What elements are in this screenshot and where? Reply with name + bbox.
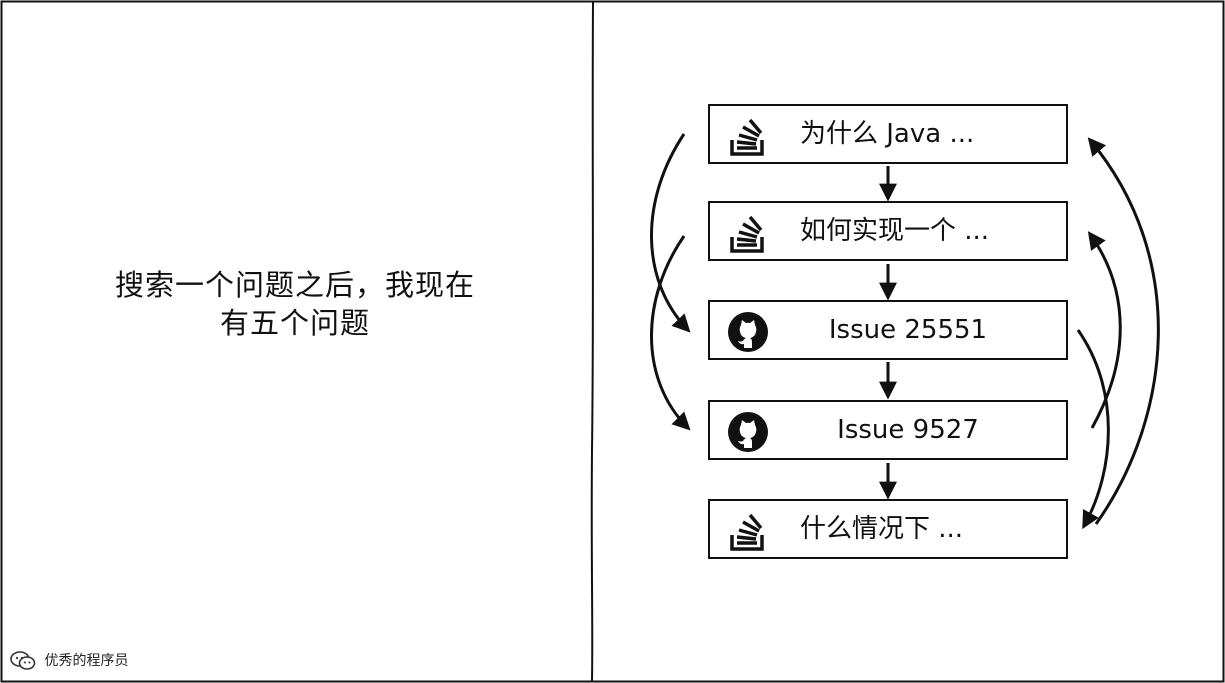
curve-right-card4-to-card2 xyxy=(1087,231,1122,429)
result-card-1-label: 为什么 Java ... xyxy=(800,119,975,149)
left-caption: 搜索一个问题之后，我现在 有五个问题 xyxy=(60,266,530,342)
result-card-2-label: 如何实现一个 ... xyxy=(800,216,990,246)
curve-right-card3-to-card5 xyxy=(1076,329,1110,530)
stackoverflow-icon xyxy=(730,118,764,156)
watermark-text: 优秀的程序员 xyxy=(44,653,129,669)
curve-left-card2-to-card4 xyxy=(650,235,691,431)
result-card-3-label: Issue 25551 xyxy=(828,315,988,345)
github-icon xyxy=(728,412,768,452)
wechat-icon xyxy=(10,651,36,670)
result-card-1[interactable]: 为什么 Java ... xyxy=(708,104,1068,164)
caption-line-2: 有五个问题 xyxy=(219,306,370,340)
result-card-4-label: Issue 9527 xyxy=(837,415,979,445)
stackoverflow-icon xyxy=(730,513,764,551)
result-card-2[interactable]: 如何实现一个 ... xyxy=(708,201,1068,261)
stackoverflow-icon xyxy=(730,215,764,253)
curve-left-card1-to-card3 xyxy=(650,133,691,333)
panel-divider xyxy=(590,1,594,682)
watermark: 优秀的程序员 xyxy=(10,650,128,672)
result-card-3[interactable]: Issue 25551 xyxy=(708,300,1068,360)
result-card-5-label: 什么情况下 ... xyxy=(800,514,964,544)
curve-right-card5-to-card1 xyxy=(1087,137,1160,525)
result-card-4[interactable]: Issue 9527 xyxy=(708,400,1068,460)
caption-line-1: 搜索一个问题之后，我现在 xyxy=(114,268,475,302)
result-card-5[interactable]: 什么情况下 ... xyxy=(708,499,1068,559)
github-icon xyxy=(728,312,768,352)
